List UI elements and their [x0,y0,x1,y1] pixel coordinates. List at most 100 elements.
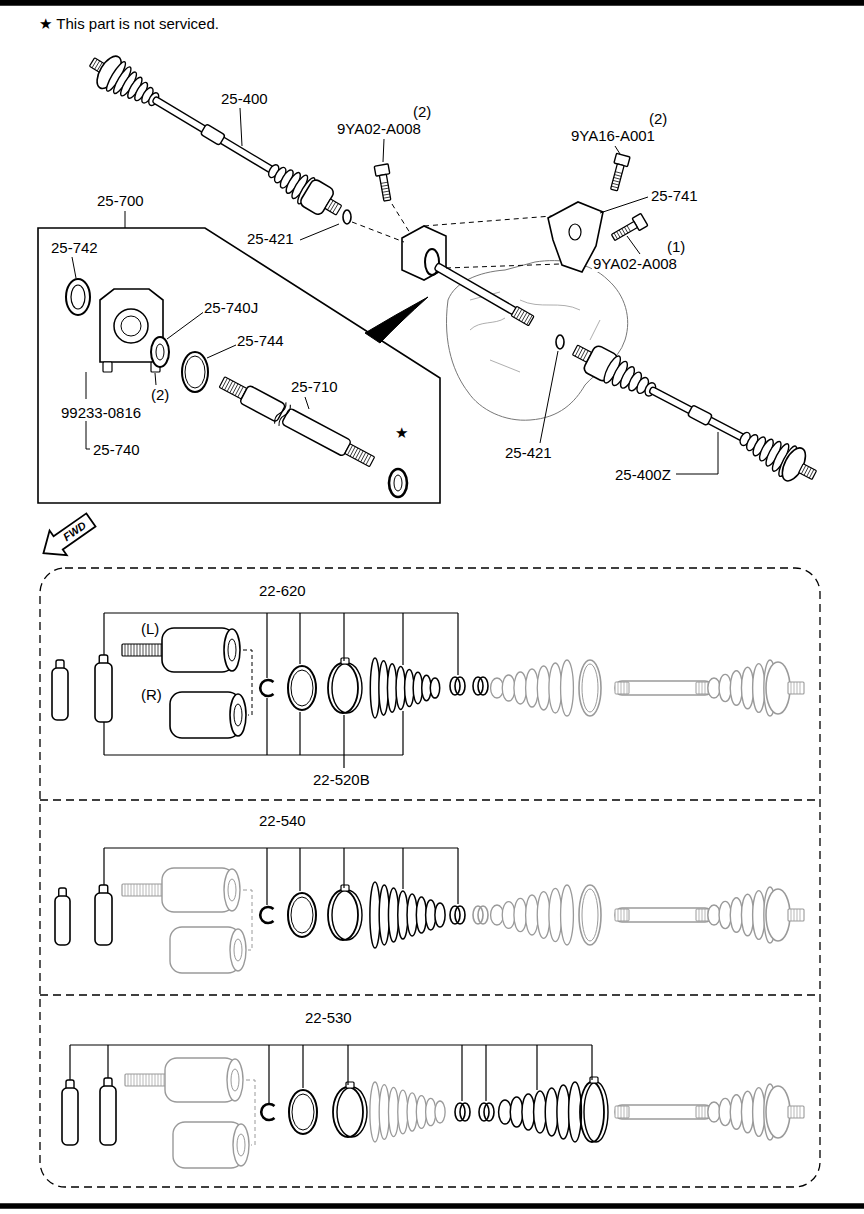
spline-line [134,884,135,896]
bracket-line [402,613,403,665]
spline-line [143,1074,144,1086]
band-tab [341,885,349,891]
housing-bolt [103,362,112,372]
clamp [455,677,465,695]
boot-fold [741,1091,753,1133]
spline-line [149,1074,150,1086]
bracket-line [485,1045,486,1101]
thread [381,182,388,183]
washer [394,475,402,491]
direction-label: FWD [60,519,89,544]
not-serviced-mark: ★ [394,424,409,441]
ring-inner [291,670,313,706]
part-number: 25-400Z [614,466,672,483]
ring [288,893,316,937]
bracket-line [402,848,403,889]
spline-line [146,1074,147,1086]
bracket-line [266,698,267,755]
spline-line [134,1074,135,1086]
part-number: 25-421 [504,444,553,461]
part-number: 9YA02-A008 [336,120,422,137]
arrow-shape [35,508,100,566]
thread [612,183,619,185]
part-number: 25-710 [290,378,339,395]
ring [288,666,316,710]
housing-bore [114,309,148,343]
leader-line [72,257,76,278]
kit-section: 22-530 [40,995,820,1187]
joint-housing [162,868,234,912]
bracket-line [104,754,403,755]
spline-line [152,644,153,656]
boot-fold [514,898,527,931]
thread [611,186,618,188]
circlip [260,907,273,923]
joint-bore [228,639,236,661]
assembly-line [392,204,410,233]
bracket-line [266,848,267,905]
spline-line [235,385,241,396]
spline-line [152,1074,153,1086]
spline-line [149,884,150,896]
bracket-line [103,722,104,755]
bracket-hole [569,224,581,240]
oil-seal [66,279,90,315]
shaft-body [281,408,351,457]
bracket-line [70,1044,592,1045]
joint-bore [234,704,242,726]
quantity-label: (2) [150,386,170,403]
boot-fold [545,1088,558,1136]
assembly-box: 25-70025-74225-740J25-74425-710(2)99233-… [38,228,440,503]
circlip [260,680,273,696]
spline-line [140,884,141,896]
grease-tube [55,896,70,945]
bracket-line [103,848,104,885]
part-number: 25-421 [246,230,295,247]
clamp [460,1103,470,1121]
bracket-line [299,712,300,755]
spline-line [137,644,138,656]
boot-fold [753,1088,765,1137]
leader-line [600,197,648,213]
spline-line [134,644,135,656]
bearing [151,337,169,367]
spline-line [143,644,144,656]
spline-line [158,644,159,656]
spline-shaft [615,1106,629,1118]
bolt-shank [611,221,637,240]
assembly-number: 25-700 [96,192,145,209]
spline-line [702,909,703,921]
spline-line [125,644,126,656]
thread [383,194,390,195]
arrow-shape [35,508,100,566]
grease-tube [62,1088,78,1145]
spline-line [224,380,230,391]
joint-bore [234,939,242,961]
bracket-line [103,613,104,655]
assembly-line [352,222,404,242]
boot-fold [719,901,731,928]
quantity-label: (2) [648,110,668,127]
box-outline [38,228,440,503]
boot-fold [491,905,504,925]
leader-line [125,211,126,228]
box-outline [38,228,440,503]
shaft-body [239,385,285,422]
ring [182,352,208,392]
spline-line [702,682,703,694]
spline-shaft [122,884,164,896]
boot-fold [435,1101,445,1123]
quantity-label: (1) [666,238,686,255]
spline-line [627,1106,628,1118]
leader-line [86,421,90,449]
thread [614,177,621,179]
bracket-line [461,1045,462,1101]
part-number: 25-742 [50,239,99,256]
spline-line [161,1074,162,1086]
bracket-line [343,848,344,888]
spline-line [128,1074,129,1086]
forward-arrow: FWD [32,512,104,560]
spline-line [618,909,619,921]
part-number: 25-740J [203,299,259,316]
boot-fold [730,671,742,705]
